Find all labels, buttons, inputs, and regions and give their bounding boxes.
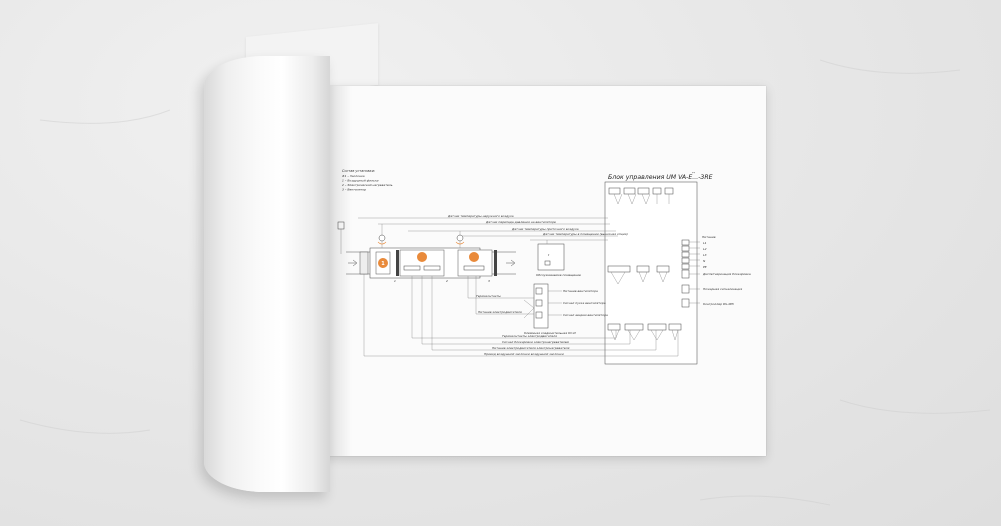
bottom-label: Питание электродвигателя электронагреват… <box>492 346 570 350</box>
fan-icon <box>469 252 479 262</box>
bottom-label: Термоконтакты электродвигателя <box>502 334 557 338</box>
duct-sensor <box>456 234 464 242</box>
damper <box>359 251 369 275</box>
heater-icon <box>417 252 427 262</box>
power-item: PE <box>703 265 707 269</box>
fire-label: Пожарная сигнализация <box>703 287 742 291</box>
control-unit: Блок управления UM VA-E...-3RE ** <box>604 171 713 365</box>
top-signal-lines: Датчик температуры наружного воздуха Дат… <box>358 214 628 241</box>
legend-item: 3 – Вентилятор <box>342 188 366 192</box>
terminal-label: Питание вентилятора <box>563 289 598 293</box>
top-label: Датчик перепада давления на вентиляторе <box>485 220 556 224</box>
duct-sensor <box>378 234 386 242</box>
bottom-label: Сигнал блокировки электронагревателем <box>502 340 570 344</box>
coil-band <box>396 250 399 276</box>
power-item: N <box>703 259 706 263</box>
room-label: Обслуживаемое помещение <box>536 273 581 277</box>
fan-side-label: Термоконтакты <box>476 294 501 298</box>
legend: Состав установки: #1 – Заслонка 1 – Возд… <box>342 169 393 192</box>
coil-band <box>494 250 497 276</box>
power-item: L1 <box>703 241 707 245</box>
section-number: 1 <box>394 279 396 283</box>
air-handling-unit: 1 1 2 3 <box>337 221 516 283</box>
air-out-arrow <box>506 259 516 267</box>
fan-section <box>457 249 493 277</box>
controller-label: Контроллер RS-485 <box>703 302 734 306</box>
legend-heading: Состав установки: <box>342 169 375 173</box>
right-terminals: Питание L1 L2 L3 N PE <box>681 235 751 308</box>
terminal-block-caption: Клеммная соединительная КС-И <box>524 331 576 335</box>
dispatch-label: Диспетчеризация блокировка <box>702 272 751 276</box>
room-box <box>537 243 565 271</box>
top-label: Датчик температуры приточного воздуха <box>511 227 579 231</box>
control-unit-frame <box>604 181 698 365</box>
drawing-page: Состав установки: #1 – Заслонка 1 – Возд… <box>318 86 766 456</box>
top-label: Датчик температуры наружного воздуха <box>447 214 514 218</box>
section-number: 2 <box>446 279 448 283</box>
room-value: t <box>548 253 550 257</box>
terminal-label: Сигнал аварии вентилятора <box>563 313 608 317</box>
power-heading: Питание <box>702 235 716 239</box>
legend-item: 1 – Воздушный фильтр <box>342 179 379 183</box>
power-item: L3 <box>703 253 707 257</box>
filter-number: 1 <box>381 261 385 267</box>
legend-item: #1 – Заслонка <box>342 174 365 178</box>
terminal-label: Сигнал пуска вентилятора <box>563 301 606 305</box>
schematic-diagram: Состав установки: #1 – Заслонка 1 – Возд… <box>337 169 751 365</box>
legend-item: 2 – Электрический нагреватель <box>342 183 393 187</box>
rolled-page <box>204 56 330 492</box>
fan-side-label: Питание электродвигателя <box>478 310 522 314</box>
bottom-signal-lines: Термоконтакты электродвигателя Сигнал бл… <box>363 274 679 357</box>
terminal-block: Питание вентилятора Сигнал пуска вентиля… <box>523 283 608 335</box>
air-in-arrow <box>348 259 358 267</box>
room: t Обслуживаемое помещение <box>536 240 581 277</box>
section-number: 3 <box>488 279 490 283</box>
bottom-label: Привод воздушной заслонки воздушной засл… <box>484 352 564 356</box>
control-unit-title: Блок управления UM VA-E...-3RE <box>608 174 713 181</box>
control-unit-title-sup: ** <box>692 171 696 175</box>
filter-icon <box>378 258 388 268</box>
top-label: Датчик температуры в помещении (выносная… <box>542 232 628 236</box>
fan-leads: Термоконтакты Питание электродвигателя <box>467 276 534 315</box>
power-item: L2 <box>703 247 707 251</box>
